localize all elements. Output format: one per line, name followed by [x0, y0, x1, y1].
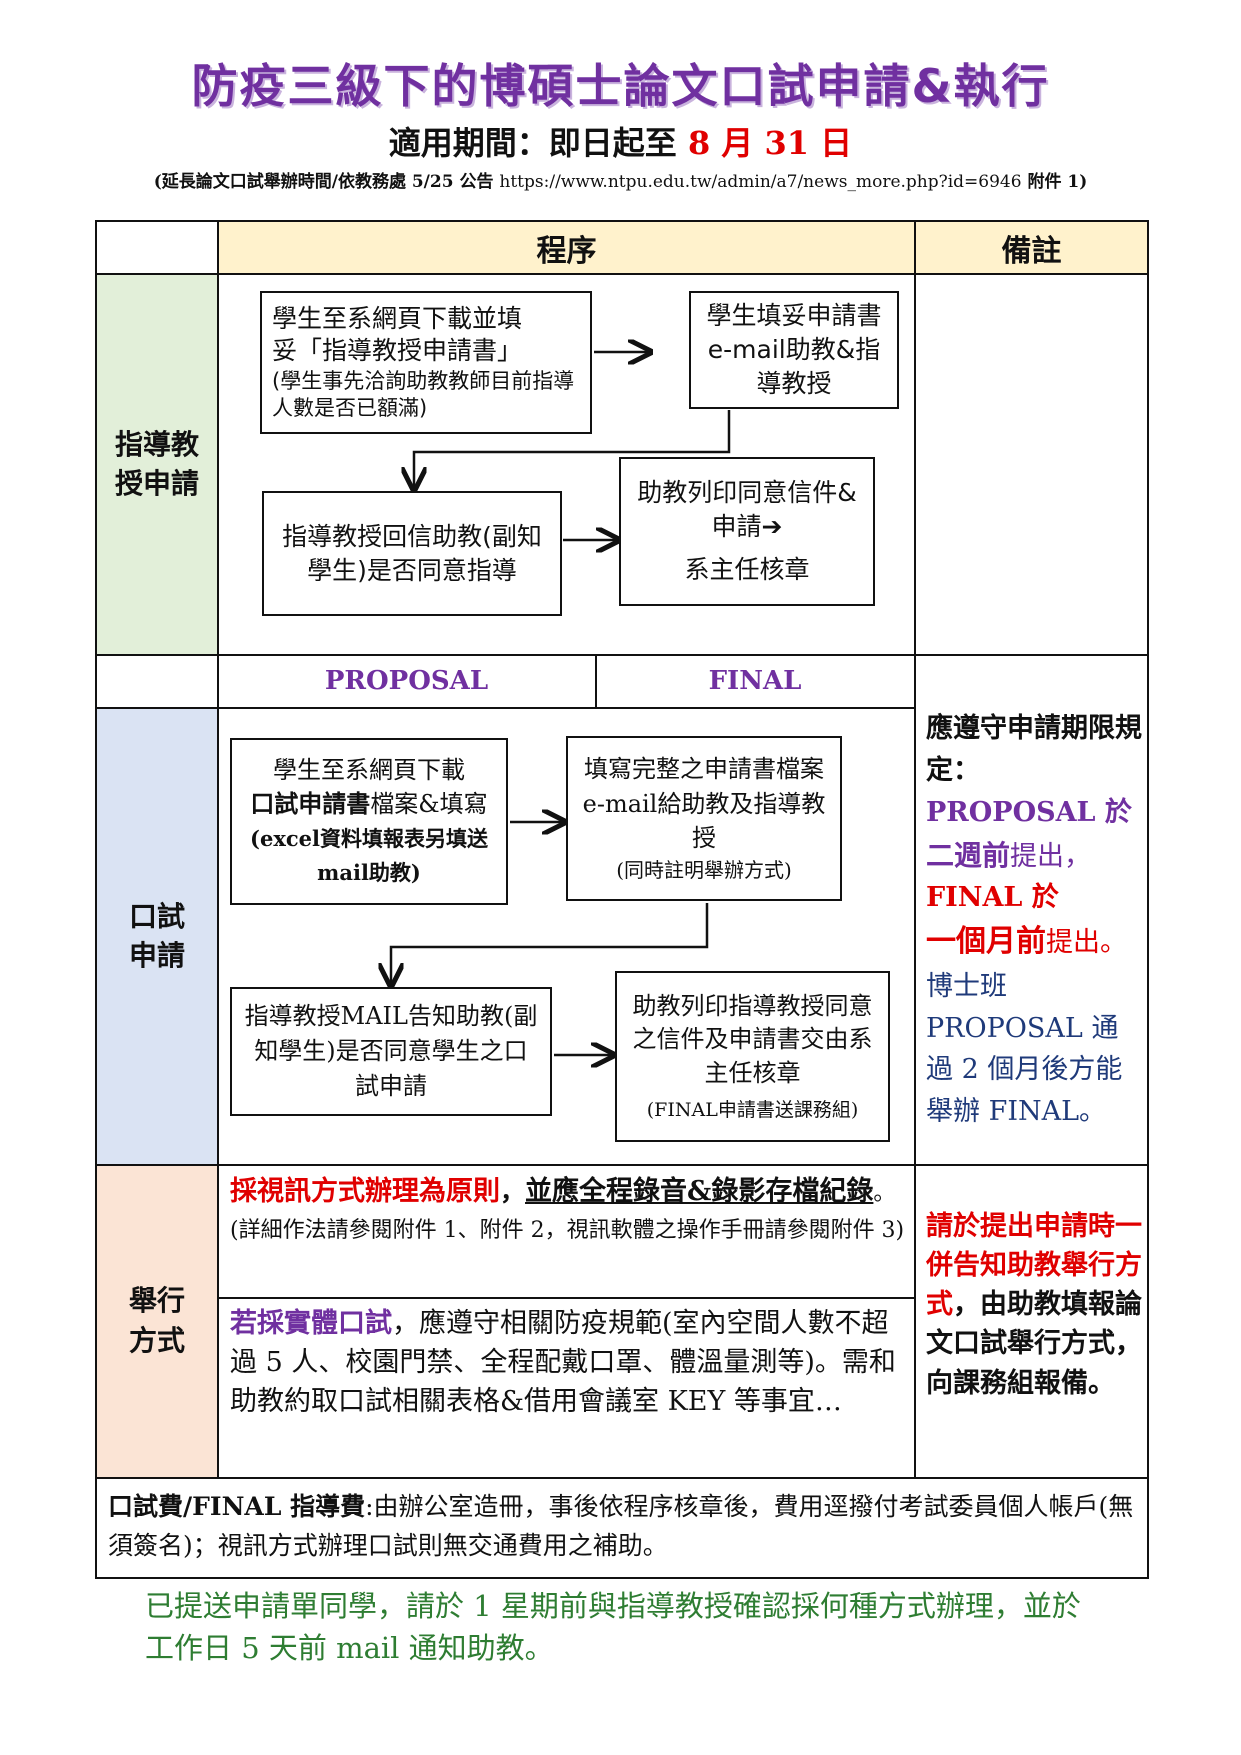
oral-remark-final: FINAL 於 一個月前提出。	[926, 877, 1142, 965]
header-remarks: 備註	[915, 221, 1148, 274]
oral-step-professor-reply: 指導教授MAIL告知助教(副知學生)是否同意學生之口試申請	[230, 987, 552, 1116]
header-procedure: 程序	[218, 221, 915, 274]
advisor-step1-line1: 學生至系網頁下載並填	[272, 303, 523, 333]
arrow-advisor-2-to-3	[414, 410, 731, 487]
oral-step4-note: (FINAL申請書送課務組)	[646, 1098, 859, 1121]
fee-row: 口試費/FINAL 指導費:由辦公室造冊，事後依程序核章後，費用逕撥付考試委員個…	[108, 1488, 1138, 1573]
oral-remark-proposal: PROPOSAL 於 二週前提出，	[926, 792, 1142, 878]
oral-remark: 應遵守申請期限規定： PROPOSAL 於 二週前提出， FINAL 於 一個月…	[926, 708, 1142, 1127]
advisor-step3-text: 指導教授回信助教(副知學生)是否同意指導	[282, 521, 542, 585]
method-video-details: 。(詳細作法請參閱附件 1、附件 2，視訊軟體之操作手冊請參閱附件 3)	[230, 1181, 905, 1244]
method-video-comma: ，	[500, 1177, 526, 1206]
method-physical-details: ，應遵守相關防疫規範(室內空間人數不超過 5 人、校園門禁、全程配戴口罩、體溫量…	[230, 1308, 896, 1418]
remark-proposal-text: PROPOSAL 於	[926, 796, 1132, 828]
header-remarks-label: 備註	[1001, 233, 1062, 269]
method-video-principle: 採視訊方式辦理為原則	[230, 1176, 500, 1207]
oral-label-text: 口試申請	[128, 899, 185, 972]
advisor-label-text: 指導教授申請	[114, 427, 199, 500]
method-video-record: 並應全程錄音&錄影存檔紀錄	[525, 1176, 874, 1207]
header-procedure-label: 程序	[536, 233, 597, 269]
oral-step2-text: 填寫完整之申請書檔案e-mail給助教及指導教授	[582, 754, 826, 853]
advisor-step-email-form: 學生填妥申請書 e-mail助教&指導教授	[689, 291, 899, 409]
method-remark: 請於提出申請時一併告知助教舉行方式，由助教填報論文口試舉行方式，向課務組報備。	[926, 1207, 1142, 1447]
note-prefix: (延長論文口試舉辦時間/依教務處 5/25 公告	[153, 172, 500, 192]
advisor-step4-line1: 助教列印同意信件&申請➔	[637, 477, 857, 541]
col-final: FINAL	[596, 655, 914, 707]
oral-step1-c: 檔案&填寫	[370, 790, 488, 819]
col-final-label: FINAL	[708, 666, 802, 696]
remark-final-text: FINAL 於	[926, 882, 1059, 914]
period-date: 8 月 31 日	[687, 124, 853, 162]
advisor-step1-note: (學生事先洽詢助教教師目前指導人數是否已額滿)	[272, 368, 575, 420]
oral-remark-head: 應遵守申請期限規定：	[926, 713, 1142, 786]
oral-step1-b: 口試申請書	[250, 789, 371, 819]
announcement-link[interactable]: https://www.ntpu.edu.tw/admin/a7/news_mo…	[499, 172, 1022, 192]
row-label-advisor: 指導教授申請	[96, 274, 218, 654]
method-physical: 若採實體口試，應遵守相關防疫規範(室內空間人數不超過 5 人、校園門禁、全程配戴…	[230, 1304, 906, 1474]
remark-phd: 博士班	[926, 970, 1007, 1002]
remark-submit-final: 提出。	[1046, 927, 1127, 959]
note-suffix: 附件 1)	[1021, 172, 1088, 192]
advisor-step-print-consent: 助教列印同意信件&申請➔ 系主任核章	[619, 457, 875, 606]
method-physical-title: 若採實體口試	[230, 1308, 392, 1339]
fee-title: 口試費/FINAL 指導費	[108, 1492, 366, 1521]
page-title: 防疫三級下的博碩士論文口試申請&執行	[191, 59, 1050, 113]
advisor-step4-line2: 系主任核章	[684, 555, 810, 585]
row-label-method: 舉行方式	[96, 1164, 218, 1477]
arrow-oral-2-to-3	[391, 903, 709, 983]
advisor-step-download-form: 學生至系網頁下載並填 妥「指導教授申請書」 (學生事先洽詢助教教師目前指導人數是…	[260, 291, 592, 434]
advisor-step1-line2: 妥「指導教授申請書」	[272, 336, 523, 366]
remark-two-weeks: 二週前	[926, 838, 1011, 872]
advisor-step-professor-reply: 指導教授回信助教(副知學生)是否同意指導	[262, 491, 562, 616]
oral-step1-a: 學生至系網頁下載	[273, 755, 465, 784]
method-video: 採視訊方式辦理為原則，並應全程錄音&錄影存檔紀錄。(詳細作法請參閱附件 1、附件…	[230, 1172, 906, 1297]
oral-step1-d: (excel資料填報表另填送mail助教)	[250, 826, 488, 885]
col-proposal-label: PROPOSAL	[324, 666, 489, 696]
col-proposal: PROPOSAL	[218, 655, 595, 707]
row-label-oral: 口試申請	[96, 708, 218, 1164]
oral-step4-text: 助教列印指導教授同意之信件及申請書交由系主任核章	[632, 991, 873, 1087]
announcement-note: (延長論文口試舉辦時間/依教務處 5/25 公告 https://www.ntp…	[0, 167, 1241, 192]
advisor-step2-text: 學生填妥申請書 e-mail助教&指導教授	[706, 301, 882, 398]
method-remark-notice: 請於提出申請時一併告知助教舉行方式	[926, 1211, 1142, 1321]
oral-step3-text: 指導教授MAIL告知助教(副知學生)是否同意學生之口試申請	[244, 1002, 538, 1100]
period-prefix: 適用期間：即日起至	[388, 124, 688, 162]
footer-reminder: 已提送申請單同學，請於 1 星期前與指導教授確認採何種方式辦理，並於工作日 5 …	[145, 1589, 1081, 1666]
method-label-text: 舉行方式	[128, 1284, 185, 1357]
remark-submit: 提出，	[1010, 840, 1092, 872]
oral-step2-note: (同時註明舉辦方式)	[616, 858, 792, 883]
oral-step-download-form: 學生至系網頁下載口試申請書檔案&填寫 (excel資料填報表另填送mail助教)	[230, 738, 508, 905]
oral-step-email-form: 填寫完整之申請書檔案e-mail給助教及指導教授 (同時註明舉辦方式)	[566, 736, 842, 901]
applicable-period: 適用期間：即日起至 8 月 31 日	[0, 118, 1241, 164]
remark-phd-rule: PROPOSAL 通過 2 個月後方能舉辦 FINAL。	[926, 1012, 1123, 1128]
method-remark-report: ，由助教填報論文口試舉行方式，向課務組報備。	[926, 1289, 1142, 1399]
oral-step-print-consent: 助教列印指導教授同意之信件及申請書交由系主任核章 (FINAL申請書送課務組)	[615, 971, 890, 1142]
remark-one-month: 一個月前	[926, 924, 1046, 960]
fee-details: :由辦公室造冊，事後依程序核章後，費用逕撥付考試委員個人帳戶(無須簽名)；視訊方…	[108, 1492, 1134, 1560]
